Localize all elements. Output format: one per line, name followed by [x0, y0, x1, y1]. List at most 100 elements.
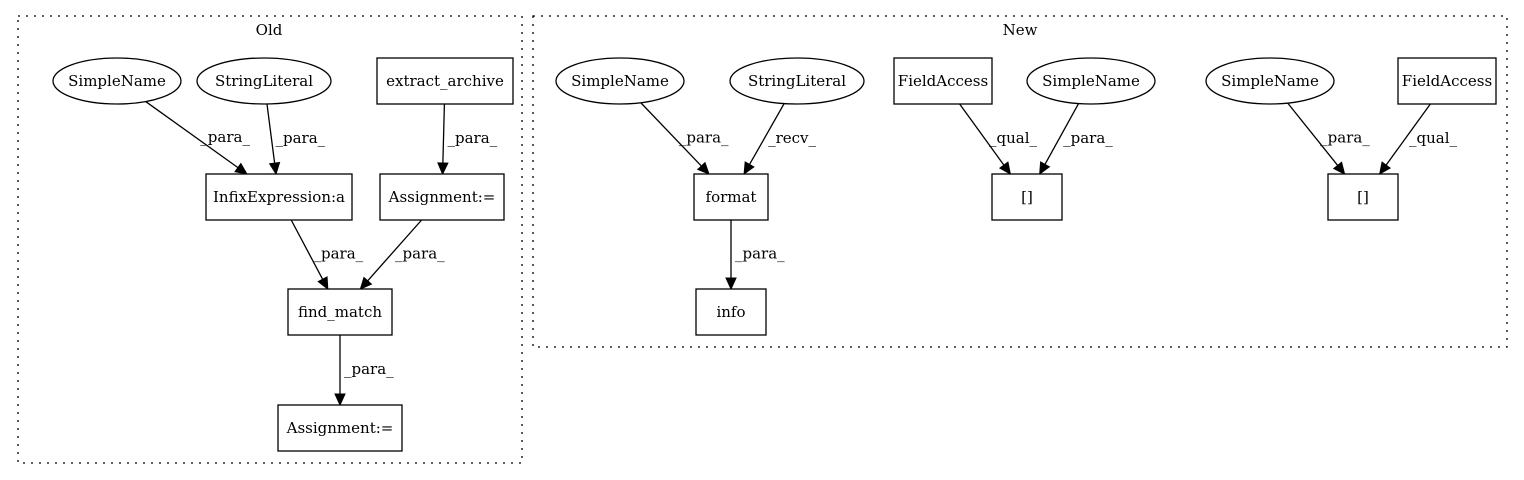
arrowhead-icon [1332, 161, 1346, 175]
edge-line [959, 103, 1005, 166]
arrowhead-icon [234, 162, 248, 175]
edge-label: _qual_ [1409, 129, 1458, 147]
edge-line [290, 219, 324, 280]
node-box [893, 57, 993, 105]
edge-label: _para_ [275, 129, 325, 147]
node-fieldaccess[interactable]: FieldAccess [1397, 57, 1497, 105]
edge-label: _para_ [735, 245, 785, 263]
edge-line [1385, 103, 1431, 166]
cluster-new-border [532, 15, 1508, 348]
edge-n_format-to-n_info: _para_ [725, 220, 785, 291]
node-label: SimpleName [68, 72, 166, 90]
edge-n_stringliteral-to-n_format: _recv_ [743, 103, 817, 176]
edge-label: _qual_ [989, 129, 1038, 147]
edge-line [266, 103, 276, 164]
arrowhead-icon [725, 277, 737, 291]
node-format[interactable]: format [693, 173, 769, 221]
edge-label: _para_ [679, 128, 729, 146]
node-box [1327, 173, 1399, 221]
arrowhead-icon [359, 276, 373, 290]
node-fieldaccess[interactable]: FieldAccess [893, 57, 993, 105]
node-label: find_match [298, 303, 382, 321]
edge-label: _para_ [395, 245, 445, 263]
node-stringliteral[interactable]: StringLiteral [729, 57, 865, 105]
node-[interactable]: [] [991, 173, 1063, 221]
node-ellipse [52, 57, 182, 105]
edge-o_extract_archive-to-o_assign1: _para_ [437, 103, 498, 176]
node-box [695, 288, 767, 336]
node-ellipse [1026, 57, 1156, 105]
arrowhead-icon [334, 393, 346, 407]
node-ellipse [729, 57, 865, 105]
edge-line [1044, 103, 1080, 165]
node-assignment[interactable]: Assignment:= [277, 404, 403, 452]
node-box [1397, 57, 1497, 105]
node-box [991, 173, 1063, 221]
edge-n_simplename1-to-n_format: _para_ [640, 102, 729, 175]
edge-line [145, 101, 239, 169]
edge-label: _para_ [1320, 129, 1370, 147]
arrowhead-icon [743, 161, 755, 176]
node-ellipse [196, 57, 332, 105]
arrowhead-icon [1039, 161, 1051, 176]
node-label: [] [1357, 188, 1369, 206]
edge-label: _recv_ [768, 129, 816, 147]
cluster-old: Old [17, 15, 523, 464]
node-box [379, 173, 505, 221]
edge-label: _para_ [200, 128, 250, 146]
node-ellipse [1205, 57, 1335, 105]
edge-o_find_match-to-o_assign2: _para_ [334, 335, 394, 407]
node-label: [] [1021, 188, 1033, 206]
arrowhead-icon [268, 161, 281, 176]
node-ellipse [555, 57, 685, 105]
arrowhead-icon [317, 276, 329, 291]
node-[interactable]: [] [1327, 173, 1399, 221]
edge-line [367, 219, 423, 282]
edge-o_simplename-to-o_infix: _para_ [145, 101, 250, 175]
node-label: SimpleName [571, 72, 669, 90]
arrowhead-icon [437, 162, 449, 176]
node-infixexpression-a[interactable]: InfixExpression:a [205, 173, 353, 221]
edge-label: _para_ [448, 129, 498, 147]
node-assignment[interactable]: Assignment:= [379, 173, 505, 221]
node-label: format [706, 188, 757, 206]
edge-o_stringliteral-to-o_infix: _para_ [266, 103, 326, 176]
cluster-new-label: New [1003, 21, 1038, 39]
node-simplename[interactable]: SimpleName [1026, 57, 1156, 105]
node-label: SimpleName [1042, 72, 1140, 90]
node-stringliteral[interactable]: StringLiteral [196, 57, 332, 105]
node-label: Assignment:= [286, 419, 394, 437]
edge-n_fieldaccess2-to-n_index2: _qual_ [1378, 103, 1458, 175]
node-label: InfixExpression:a [213, 188, 345, 206]
edge-line [748, 103, 785, 165]
node-simplename[interactable]: SimpleName [1205, 57, 1335, 105]
edge-line [1287, 102, 1339, 166]
node-box [287, 288, 393, 336]
node-label: StringLiteral [748, 72, 846, 90]
node-box [693, 173, 769, 221]
edge-o_assign1-to-o_find_match: _para_ [359, 219, 445, 290]
arrowhead-icon [696, 161, 710, 175]
edge-n_simplename3-to-n_index2: _para_ [1287, 102, 1370, 175]
node-label: Assignment:= [388, 188, 496, 206]
edge-n_fieldaccess1-to-n_index1: _qual_ [959, 103, 1038, 175]
edge-label: _para_ [344, 360, 394, 378]
edge-label: _para_ [314, 245, 364, 263]
cluster-old-label: Old [256, 21, 283, 39]
arrowhead-icon [1378, 161, 1392, 175]
node-label: FieldAccess [898, 72, 988, 90]
edge-label: _para_ [1063, 129, 1113, 147]
node-find-match[interactable]: find_match [287, 288, 393, 336]
node-box [277, 404, 403, 452]
node-extract-archive[interactable]: extract_archive [376, 57, 514, 105]
arrowhead-icon [998, 161, 1012, 175]
edge-o_infix-to-o_find_match: _para_ [290, 219, 364, 291]
node-info[interactable]: info [695, 288, 767, 336]
node-simplename[interactable]: SimpleName [555, 57, 685, 105]
node-box [205, 173, 353, 221]
edge-line [442, 103, 446, 164]
node-simplename[interactable]: SimpleName [52, 57, 182, 105]
node-box [376, 57, 514, 105]
node-label: extract_archive [386, 72, 504, 90]
